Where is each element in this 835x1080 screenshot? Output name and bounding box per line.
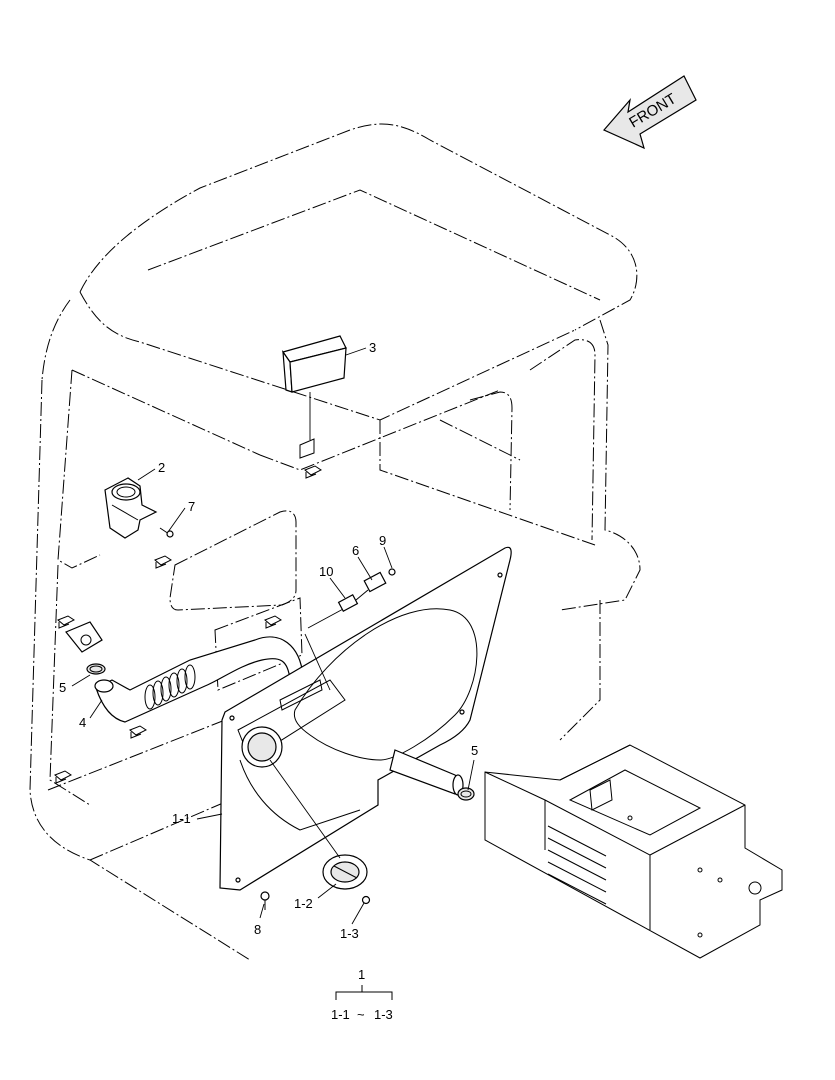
sensor-connector: [304, 568, 396, 691]
louver-ring: [269, 759, 368, 890]
callout-1-3: 1-3: [340, 926, 359, 941]
air-duct-panel: [219, 546, 512, 891]
screw: [159, 527, 174, 538]
leader-lines: [71, 347, 475, 925]
assembly-number: 1: [358, 967, 365, 982]
callout-1-2: 1-2: [294, 896, 313, 911]
callout-7: 7: [188, 499, 195, 514]
air-duct-hose: [94, 636, 306, 723]
front-arrow: FRONT: [603, 75, 697, 150]
callout-2: 2: [158, 460, 165, 475]
callout-5-left: 5: [59, 680, 66, 695]
heater-pipe: [389, 749, 464, 796]
assembly-to: 1-3: [374, 1007, 393, 1022]
callout-3: 3: [369, 340, 376, 355]
heater-unit: [484, 744, 783, 959]
louver-screw: [361, 895, 371, 905]
panel-bolt: [260, 891, 270, 910]
hose-clamp-right: [457, 787, 475, 801]
callout-4: 4: [79, 715, 86, 730]
callout-10: 10: [319, 564, 333, 579]
cab-outline: [29, 123, 641, 961]
callout-labels: 3 2 7 9 6 10 5 4 5 1-1 1-2 8 1-3: [59, 340, 478, 941]
hose-coil: [144, 664, 196, 710]
heater-vents: [547, 825, 607, 905]
callout-9: 9: [379, 533, 386, 548]
assembly-sep: ~: [357, 1007, 365, 1022]
storage-box: [282, 335, 347, 459]
callout-1-1: 1-1: [172, 811, 191, 826]
hose-clamp-left: [65, 621, 106, 675]
callout-6: 6: [352, 543, 359, 558]
assembly-note: 1 1-1 ~ 1-3: [331, 967, 393, 1022]
cup-holder: [104, 477, 158, 539]
callout-8: 8: [254, 922, 261, 937]
callout-5-right: 5: [471, 743, 478, 758]
assembly-from: 1-1: [331, 1007, 350, 1022]
